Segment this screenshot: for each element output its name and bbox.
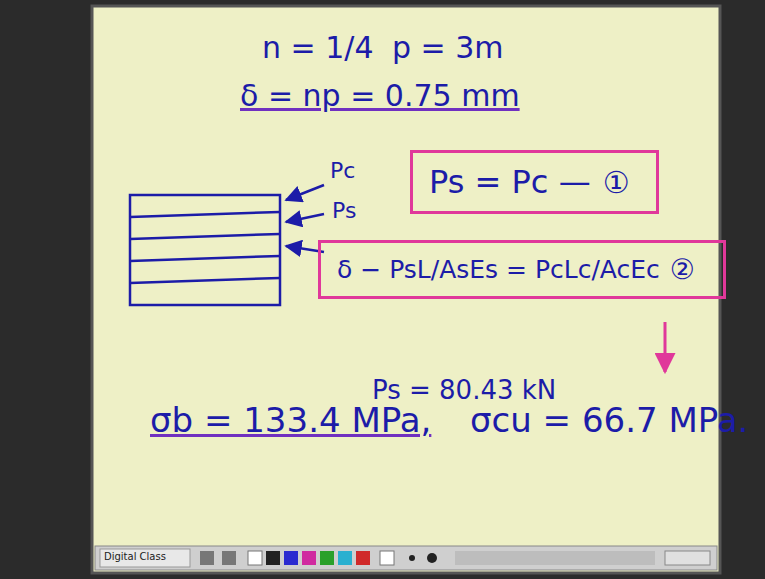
- board-note: Pc: [330, 158, 355, 183]
- board-note: δ = np = 0.75 mm: [240, 78, 520, 113]
- plate-stack: [130, 195, 280, 305]
- equation-box: δ − PsL/AsEs = PcLc/AcEc ②: [318, 240, 726, 299]
- board-note: p = 3m: [392, 30, 504, 65]
- board: [92, 6, 720, 573]
- result-arrow: [664, 322, 667, 372]
- equation-number: ②: [670, 253, 695, 286]
- board-note: n = 1/4: [262, 30, 374, 65]
- board-note: Ps: [332, 198, 356, 223]
- equation: δ − PsL/AsEs = PcLc/AcEc: [337, 255, 660, 284]
- toolbar: [95, 546, 717, 570]
- board-note: σcu = 66.7 MPa.: [470, 400, 748, 440]
- board-note: σb = 133.4 MPa,: [150, 400, 431, 440]
- equation-number: ①: [603, 165, 630, 200]
- equation: Ps = Pc —: [429, 163, 591, 201]
- equation-box: Ps = Pc — ①: [410, 150, 659, 214]
- toolbar-button-text: Digital Class: [104, 551, 166, 562]
